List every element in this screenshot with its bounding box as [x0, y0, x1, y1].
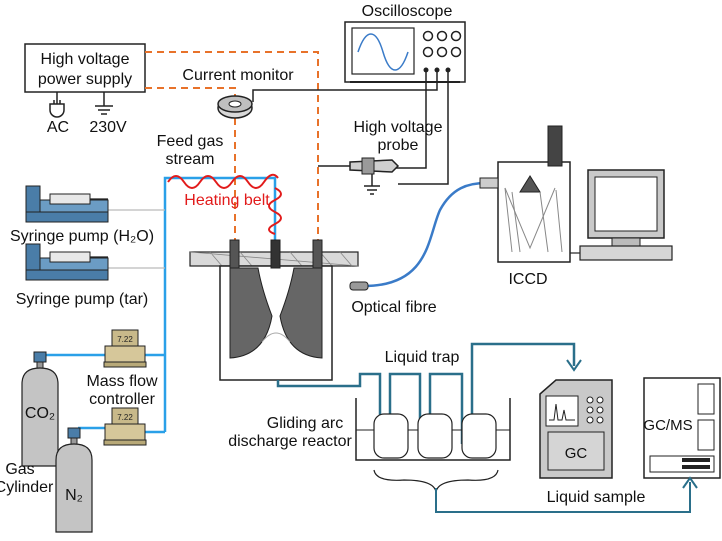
- hv-probe-label-2: probe: [378, 137, 419, 154]
- optical-fibre-cable: [363, 181, 487, 288]
- oscilloscope-wires: [252, 70, 449, 185]
- mfc2-display: 7.22: [117, 413, 133, 422]
- mass-flow-controller-1: 7.22: [103, 329, 147, 368]
- heating-belt-label: Heating belt: [184, 192, 270, 209]
- n2-cylinder: N₂: [55, 427, 93, 533]
- oscilloscope-knobs: [422, 30, 462, 58]
- syringe-pump-tar: Syringe pump (tar): [16, 243, 149, 308]
- sine-wave-icon: [357, 33, 409, 71]
- reactor-label-1: Gliding arc: [267, 415, 343, 432]
- liquid-trap-bottles: [373, 413, 497, 459]
- current-monitor-label: Current monitor: [182, 67, 294, 84]
- liquid-sample-line: [435, 482, 691, 513]
- syringe-pump-h2o: Syringe pump (H₂O): [10, 185, 154, 245]
- ground-icon: [95, 92, 113, 115]
- v230-label: 230V: [89, 119, 127, 136]
- oscilloscope: Oscilloscope: [344, 3, 466, 83]
- gc-instrument: GC: [539, 379, 613, 479]
- gcms-instrument: GC/MS: [643, 377, 721, 479]
- hv-dashed-wires: [145, 51, 319, 240]
- feed-gas-label-2: stream: [166, 151, 215, 168]
- reactor-label-2: discharge reactor: [228, 433, 352, 450]
- co2-label: CO₂: [25, 405, 55, 422]
- mfc-label-2: controller: [89, 391, 155, 408]
- heating-belt-coil: [167, 173, 282, 235]
- hv-power-supply: High voltage power supply AC 230V: [24, 43, 146, 136]
- iccd-spectrometer: [479, 125, 571, 263]
- ac-label: AC: [47, 119, 69, 136]
- hv-supply-label-1: High voltage: [41, 51, 130, 68]
- gliding-arc-reactor: [189, 239, 359, 381]
- current-monitor: Current monitor: [182, 67, 294, 119]
- liquid-trap-lines: [276, 342, 582, 444]
- oscilloscope-label: Oscilloscope: [362, 3, 453, 20]
- gc-label: GC: [565, 445, 588, 462]
- hv-probe-label-1: High voltage: [354, 119, 443, 136]
- iccd-label: ICCD: [508, 271, 547, 288]
- gas-cylinder-label-1: Gas: [5, 461, 34, 478]
- gas-cylinder-label-2: Cylinder: [0, 479, 54, 496]
- hv-supply-label-2: power supply: [38, 71, 132, 88]
- hv-probe: High voltage probe: [318, 119, 443, 195]
- ac-plug-icon: [49, 92, 65, 118]
- gcms-label: GC/MS: [643, 417, 692, 434]
- computer-monitor-icon: [570, 169, 673, 261]
- co2-cylinder: CO₂: [21, 351, 59, 467]
- syringe-tar-label: Syringe pump (tar): [16, 291, 149, 308]
- mfc1-display: 7.22: [117, 335, 133, 344]
- optical-fibre-label: Optical fibre: [351, 299, 436, 316]
- feed-gas-label-1: Feed gas: [157, 133, 224, 150]
- mfc-label-1: Mass flow: [86, 373, 158, 390]
- syringe-feed-lines: [108, 209, 165, 269]
- mass-flow-controller-2: 7.22: [103, 407, 147, 446]
- syringe-h2o-label: Syringe pump (H₂O): [10, 228, 154, 245]
- liquid-trap-label: Liquid trap: [385, 349, 460, 366]
- liquid-sample-label: Liquid sample: [547, 489, 646, 506]
- n2-label: N₂: [65, 487, 83, 504]
